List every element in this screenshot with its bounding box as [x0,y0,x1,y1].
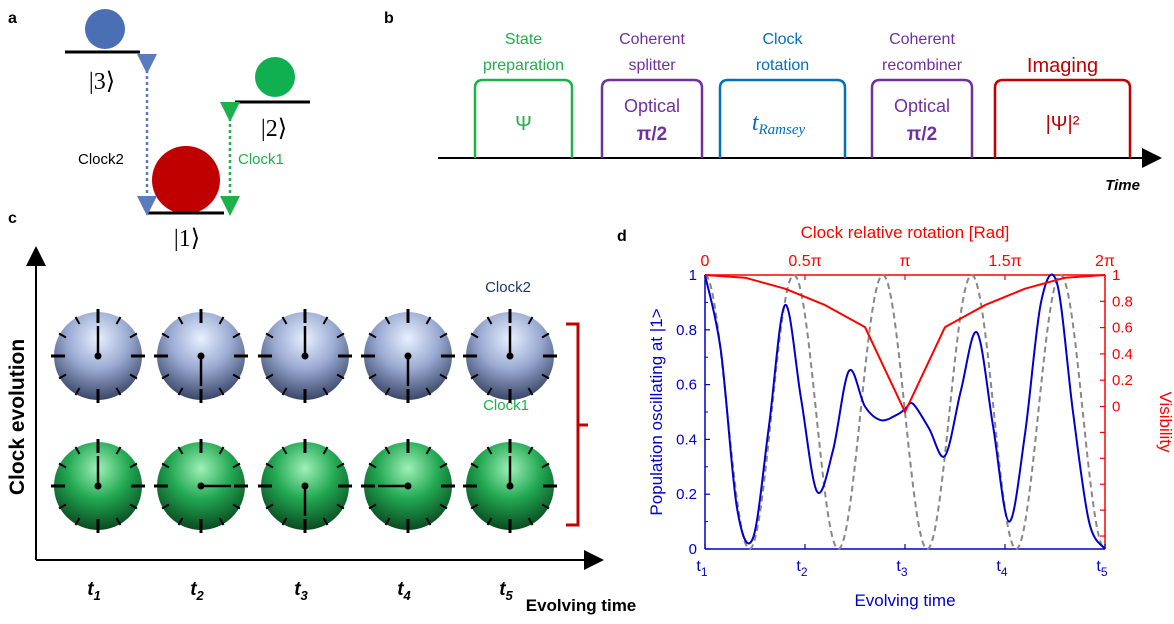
sequence-step-5-symbol: |Ψ|² [1046,113,1080,135]
sequence-step-1-subtitle: preparation [483,57,564,74]
time-label-t4: t4 [397,579,411,603]
sequence-step-4-subtitle: recombiner [882,57,963,74]
y2-tick-label: 0.6 [1112,320,1133,337]
sequence-step-1-pulse [473,78,574,158]
clock1-face-3 [258,439,352,533]
sequence-step-5-pulse [993,78,1132,158]
clock2-row-label: Clock2 [485,279,531,296]
clock2-face-3 [258,309,352,403]
clock1-label: Clock1 [238,151,284,168]
top-tick-label: 0 [701,253,710,270]
top-tick-label: 2π [1095,253,1115,270]
sequence-step-2-symbol: Optical [624,96,680,116]
sequence-step-1-symbol: Ψ [515,113,532,135]
panel-label-a: a [8,10,17,27]
clock2-face-2 [154,309,248,403]
state3-atom [85,9,125,49]
y2-tick-label: 0.4 [1112,346,1133,363]
y2-tick-label: 0 [1112,399,1120,416]
time-label-t5: t5 [499,579,513,603]
y2-tick-label: 0.8 [1112,293,1133,310]
population-curve [704,273,1106,550]
clock1-face-2 [154,439,248,533]
energy-level-diagram: |3⟩ |2⟩ |1⟩ Clock2 Clock1 [65,9,310,252]
x-axis-label: Evolving time [854,591,955,610]
sequence-step-2-symbol2: π/2 [637,124,667,145]
top-axis-label: Clock relative rotation [Rad] [801,223,1010,242]
visibility-curve [704,274,1106,413]
panel-label-c: c [8,210,17,227]
y2-tick-label: 0.2 [1112,372,1133,389]
y-tick-label: 0.6 [676,377,697,394]
x-tick-label: t3 [896,558,907,579]
y-tick-label: 0 [689,541,697,558]
sequence-step-3-title: Clock [762,31,803,48]
clock2-face-1 [51,309,145,403]
time-label: Time [1105,177,1140,194]
x-tick-label: t1 [696,558,707,579]
sequence-step-4-pulse [870,78,974,158]
state1-atom [152,146,220,214]
y-tick-label: 0.8 [676,322,697,339]
x-tick-label: t5 [1096,558,1107,579]
sequence-step-5-title: Imaging [1027,55,1098,77]
sequence-step-3-symbol: tRamsey [752,110,806,138]
panel-label-b: b [384,10,394,27]
y-tick-label: 0.2 [676,486,697,503]
y2-tick-label: 1 [1112,267,1120,284]
y-axis-label: Population oscillating at |1> [647,308,666,515]
sequence-step-2-title: Coherent [619,31,685,48]
sequence-step-4-symbol2: π/2 [907,124,937,145]
clock-evolution-panel: Clock evolution Evolving time Clock2 Clo… [6,246,637,615]
clock2-face-4 [361,309,455,403]
top-tick-label: π [899,253,910,270]
clock1-face-1 [51,439,145,533]
x-tick-label: t4 [996,558,1007,579]
evolving-time-xlabel: Evolving time [526,596,637,615]
time-label-t2: t2 [190,579,204,603]
y2-axis-label: Visibility [1156,391,1174,453]
sequence-step-1-title: State [505,31,542,48]
state3-label: |3⟩ [89,69,115,95]
x-tick-label: t2 [796,558,807,579]
clock2-label: Clock2 [78,151,124,168]
state2-label: |2⟩ [261,116,287,142]
panel-label-d: d [617,228,627,245]
time-label-t1: t1 [87,579,101,603]
clock1-face-5 [463,439,557,533]
clock-evolution-ylabel: Clock evolution [6,339,29,495]
sequence-step-3-pulse [718,78,847,158]
sequence-step-2-pulse [600,78,704,158]
y-tick-label: 0.4 [676,431,697,448]
clock1-row-label: Clock1 [483,397,529,414]
sequence-step-3-subtitle: rotation [756,57,809,74]
top-tick-label: 0.5π [788,253,821,270]
sequence-step-4-title: Coherent [889,31,955,48]
sequence-step-4-symbol: Optical [894,96,950,116]
y-tick-label: 1 [689,267,697,284]
time-label-t3: t3 [294,579,308,603]
bracket [566,322,588,527]
state1-label: |1⟩ [174,226,200,252]
sequence-step-2-subtitle: splitter [628,57,676,74]
state2-atom [255,57,295,97]
clock2-face-5 [463,309,557,403]
top-tick-label: 1.5π [988,253,1021,270]
clock1-face-4 [361,439,455,533]
